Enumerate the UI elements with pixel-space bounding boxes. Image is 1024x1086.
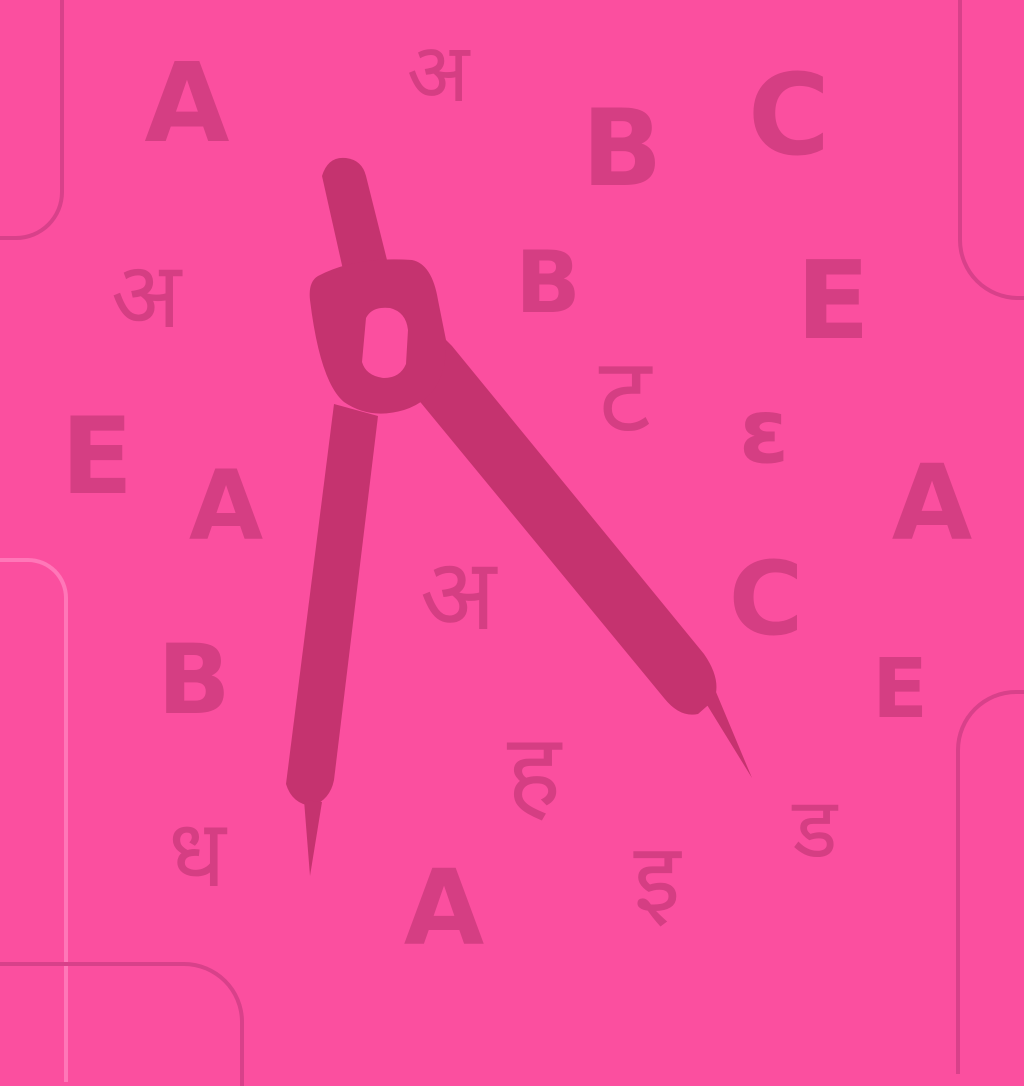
letter-devanagari-da: ड bbox=[792, 779, 838, 877]
letter-b-3: B bbox=[157, 624, 231, 736]
letter-a-3: A bbox=[891, 442, 973, 564]
letter-c-2: C bbox=[728, 540, 804, 659]
letter-devanagari-tta: ट bbox=[598, 334, 652, 456]
letter-devanagari-ha: ह bbox=[506, 712, 562, 831]
letter-a-1: A bbox=[144, 39, 230, 167]
compass-handle bbox=[322, 157, 392, 292]
frame-bottom-left-outer bbox=[0, 558, 68, 1082]
drawing-compass-icon bbox=[286, 157, 752, 876]
letter-devanagari-a-1: अ bbox=[406, 26, 470, 121]
letter-a-4: A bbox=[403, 847, 485, 969]
letter-e-3: E bbox=[871, 642, 929, 737]
letter-devanagari-a-2: अ bbox=[110, 242, 182, 349]
letter-devanagari-dha: ध bbox=[168, 800, 226, 909]
letter-devanagari-i: इ bbox=[633, 822, 681, 934]
compass-hinge bbox=[309, 259, 447, 414]
compass-needle bbox=[304, 800, 322, 876]
letter-e-1: E bbox=[796, 239, 870, 364]
letter-devanagari-a-3: अ bbox=[419, 536, 497, 653]
compass-pencil-tip bbox=[704, 692, 752, 778]
compass-needle-leg bbox=[286, 404, 378, 806]
letter-epsilon: ε bbox=[738, 379, 790, 484]
compass-pencil-leg bbox=[412, 318, 717, 715]
letter-c-1: C bbox=[747, 51, 831, 181]
letter-a-2: A bbox=[188, 450, 264, 562]
letter-b-1: B bbox=[581, 87, 663, 210]
letter-e-2: E bbox=[60, 395, 134, 518]
letter-b-2: B bbox=[515, 233, 581, 333]
